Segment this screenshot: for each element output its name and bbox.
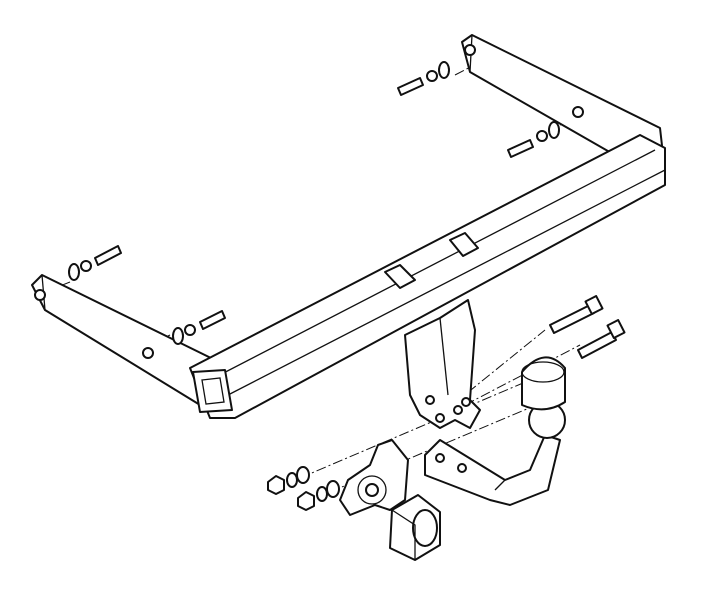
electrical-socket: [389, 494, 441, 561]
bolt: [549, 304, 595, 334]
center-mount-bracket: [404, 299, 481, 429]
bolt: [577, 331, 617, 359]
bolt-hole: [464, 44, 476, 56]
nuts-and-washers: [267, 466, 340, 511]
bolt: [507, 139, 534, 158]
bolt-hole: [34, 289, 46, 301]
bolt: [397, 77, 424, 96]
tow-ball-neck: [424, 434, 561, 506]
beam-end-left: [192, 369, 233, 413]
bolt: [199, 310, 226, 330]
bolts: [68, 61, 626, 359]
tab: [449, 232, 479, 257]
right-side-bracket: [461, 34, 666, 179]
left-side-bracket: [31, 274, 221, 409]
crossbeam: [189, 134, 666, 419]
tab: [384, 264, 416, 289]
bolt-hole: [142, 347, 154, 359]
socket-mounting-plate: [339, 439, 409, 516]
bolt: [94, 245, 122, 266]
ball-cap: [521, 356, 566, 411]
assembly-guide-lines: [44, 61, 586, 493]
bolt-hole: [572, 106, 584, 118]
